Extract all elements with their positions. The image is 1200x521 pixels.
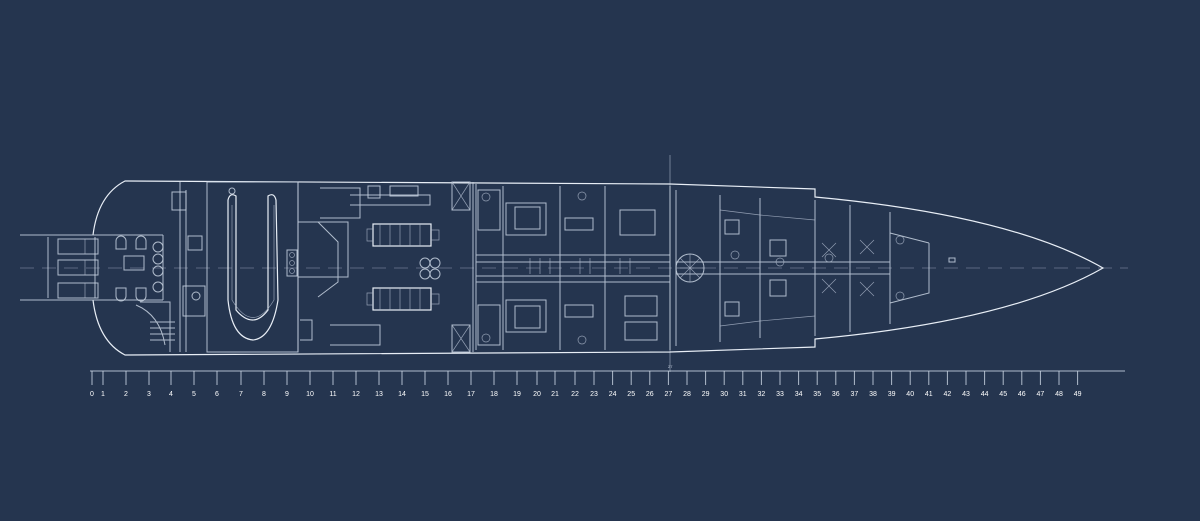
- engine-port: [366, 223, 440, 247]
- frame-label: 12: [352, 391, 360, 398]
- stern-platform: [20, 234, 164, 301]
- guest-cabins: [472, 182, 671, 352]
- frame-label: 21: [551, 391, 559, 398]
- frame-label: 16: [444, 391, 452, 398]
- frame-label: 15: [421, 391, 429, 398]
- frame-label: 25: [627, 391, 635, 398]
- frame-label: 28: [683, 391, 691, 398]
- frame-label: 9: [285, 391, 289, 398]
- frame-label: 48: [1055, 391, 1063, 398]
- frame-label: 20: [533, 391, 541, 398]
- frame-label: 8: [262, 391, 266, 398]
- frame-label: 37: [851, 391, 859, 398]
- frame-label: 46: [1018, 391, 1026, 398]
- frame-label: 13: [375, 391, 383, 398]
- frame-label: 2: [124, 391, 128, 398]
- frame-label: 29: [702, 391, 710, 398]
- frame-label: 42: [944, 391, 952, 398]
- frame-label: 19: [513, 391, 521, 398]
- frame-label: 31: [739, 391, 747, 398]
- hull-outline: [92, 180, 1105, 356]
- frame-label: 1: [101, 391, 105, 398]
- frame-label: 36: [832, 391, 840, 398]
- frame-label: 6: [215, 391, 219, 398]
- frame-label: 10: [306, 391, 314, 398]
- frame-label: 40: [906, 391, 914, 398]
- frame-label: 7: [239, 391, 243, 398]
- frame-label: 22: [571, 391, 579, 398]
- aft-lounge: [115, 182, 206, 352]
- frame-label: 14: [398, 391, 406, 398]
- frame-label: 23: [590, 391, 598, 398]
- section-marker: 27: [668, 364, 673, 369]
- frame-label: 43: [962, 391, 970, 398]
- engine-starboard: [366, 287, 440, 311]
- forepeak: [889, 232, 956, 304]
- crew-quarters: [675, 190, 905, 346]
- frame-label: 39: [888, 391, 896, 398]
- frame-label: 33: [776, 391, 784, 398]
- frame-label: 27: [665, 391, 673, 398]
- frame-label: 49: [1074, 391, 1082, 398]
- engine-room: [297, 182, 441, 352]
- frame-label: 17: [467, 391, 475, 398]
- tender-garage: [206, 181, 299, 353]
- frame-label: 32: [758, 391, 766, 398]
- frame-label: 34: [795, 391, 803, 398]
- frame-label: 38: [869, 391, 877, 398]
- frame-label: 41: [925, 391, 933, 398]
- frame-label: 47: [1037, 391, 1045, 398]
- frame-label: 3: [147, 391, 151, 398]
- bulkhead-voids: [451, 181, 471, 353]
- frame-label: 0: [90, 391, 94, 398]
- frame-label: 26: [646, 391, 654, 398]
- frame-label: 24: [609, 391, 617, 398]
- frame-label: 44: [981, 391, 989, 398]
- frame-label: 5: [192, 391, 196, 398]
- frame-label: 45: [999, 391, 1007, 398]
- frame-label: 11: [329, 391, 336, 398]
- frame-label: 30: [720, 391, 728, 398]
- frame-label: 18: [490, 391, 498, 398]
- frame-label: 4: [169, 391, 173, 398]
- frame-label: 35: [813, 391, 821, 398]
